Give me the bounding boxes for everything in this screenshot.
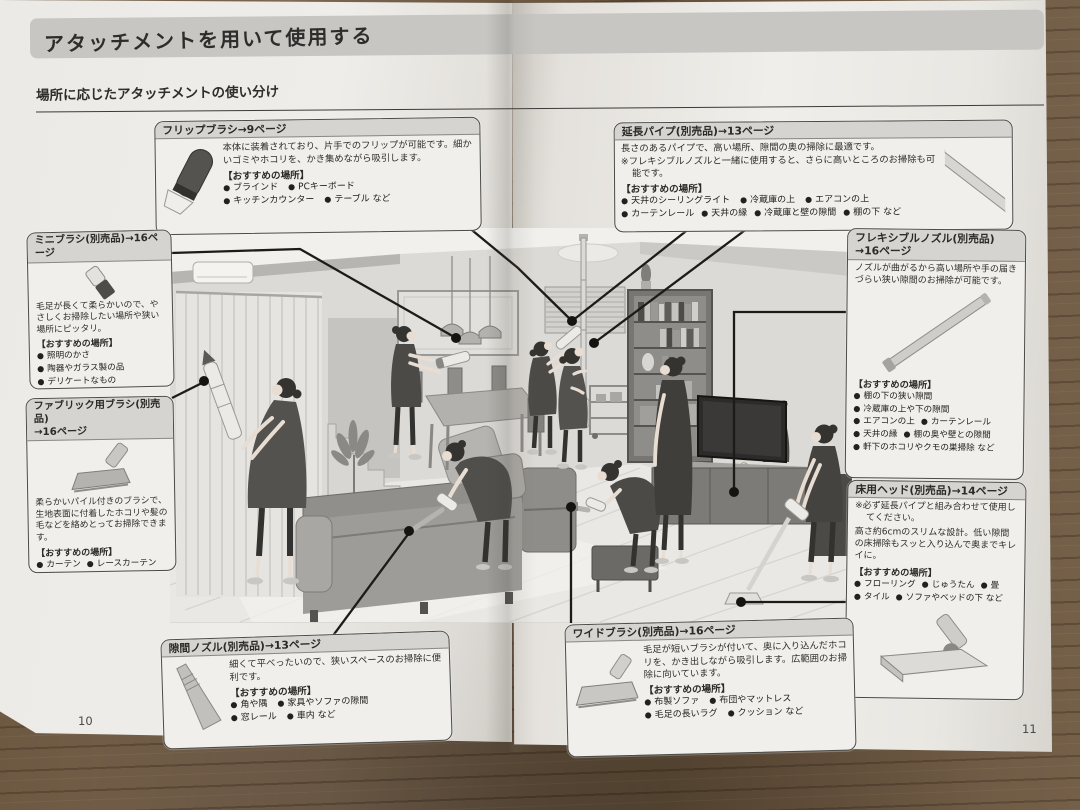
box-description: 柔らかいパイル付きのブラシで、生地表面に付着したホコリや髪の毛などを絡めとってお… [35, 496, 168, 544]
floor-head-image [853, 606, 1017, 686]
place-item: ●車内 など [286, 710, 336, 722]
woman-cleaning-blinds [527, 325, 583, 455]
crevice-nozzle [412, 507, 445, 531]
air-conditioner [192, 261, 254, 284]
callout-line-crevice-nozzle [331, 532, 410, 638]
place-item: ●PCキーボード [288, 181, 355, 193]
box-title: フレキシブルノズル(別売品)→16ページ [847, 229, 1026, 262]
page-number-left: 10 [78, 714, 93, 728]
place-item: ●タイル [853, 591, 890, 603]
box-description: 毛足が短いブラシが付いて、奥に入り込んだホコリを、かき出しながら吸引します。広範… [642, 640, 848, 681]
place-item: ●エアコンの上 [853, 416, 915, 428]
page-title: アタッチメントを用いて使用する [43, 23, 374, 57]
callout-line-mini-brush [170, 247, 457, 339]
place-item: ●エアコンの上 [805, 194, 870, 206]
callout-box-flip-brush: フリップブラシ→9ページ 本体に装着されており、片手でのフリップが可能です。細か… [154, 116, 482, 236]
callout-line-extension-pipe-1 [571, 227, 691, 322]
mini-brush-image [35, 263, 165, 302]
box-title: ミニブラシ(別売品)→16ページ [27, 230, 171, 264]
callout-box-wide-brush: ワイドブラシ(別売品)→16ページ 毛足が短いブラシが付いて、奥に入り込んだホコ… [564, 617, 857, 758]
handheld-vacuum [436, 492, 458, 512]
woman-cleaning-curtain [202, 349, 307, 585]
place-item: ●ソファやベッドの下 など [895, 592, 1003, 604]
place-item: ●照明のかさ [36, 350, 91, 362]
place-item: ●キッチンカウンター [223, 195, 315, 207]
woman-with-wide-brush [567, 460, 661, 573]
box-description: 本体に装着されており、片手でのフリップが可能です。細かいゴミやホコリを、かき集め… [222, 139, 472, 167]
box-title: ファブリック用ブラシ(別売品)→16ページ [26, 396, 174, 442]
box-note: ※フレキシブルノズルと一緒に使用すると、さらに高いところのお掃除も可能です。 [620, 153, 936, 180]
living-room-illustration [169, 216, 852, 638]
flip-brush-image [162, 143, 219, 218]
handheld-vacuum [585, 497, 607, 512]
section-subtitle: 場所に応じたアタッチメントの使い分け [35, 84, 280, 104]
callout-box-crevice-nozzle: 隙間ノズル(別売品)→13ページ 細くて平べったいので、狭いスペースのお掃除に便… [160, 630, 453, 750]
extension-pipe-image [944, 141, 1007, 223]
woman-standing [653, 356, 693, 564]
place-item: ●軒下のホコリやクモの巣掃除 など [852, 442, 995, 454]
place-item: ●カーテンレール [920, 417, 992, 428]
place-item: ●冷蔵庫の上や下の隙間 [853, 403, 950, 415]
callout-line-flip-brush [455, 216, 573, 322]
place-item: ●冷蔵庫と壁の隙間 [754, 208, 837, 219]
place-item: ●ブラインド [223, 182, 279, 194]
callout-box-mini-brush: ミニブラシ(別売品)→16ページ 毛足が長くて柔らかいので、やさしくお掃除したい… [26, 229, 175, 390]
box-description: 毛足が長くて柔らかいので、やさしくお掃除したい場所や狭い場所にピッタリ。 [35, 299, 160, 336]
place-item: ●布製ソファ [644, 696, 700, 708]
place-item: ●天井の縁 [853, 429, 898, 440]
place-item: ●クッション など [727, 707, 804, 719]
handheld-vacuum [435, 350, 471, 369]
fabric-brush-image [34, 442, 167, 498]
page-number-right: 11 [1022, 722, 1037, 736]
place-item: ●畳 [980, 580, 1000, 591]
callout-box-floor-head: 床用ヘッド(別売品)→14ページ ※必ず延長パイプと組み合わせて使用してください… [844, 479, 1027, 701]
place-item: ●レースカーテン [86, 557, 157, 569]
ceiling [170, 228, 850, 272]
crevice-nozzle-image [168, 660, 226, 734]
place-item: ●テーブル など [324, 194, 391, 205]
place-item: ●毛足の長いラグ [644, 709, 718, 721]
flexible-nozzle-image [854, 287, 1018, 377]
handheld-vacuum-fabric-brush [202, 349, 242, 440]
place-item: ●窓レール [230, 712, 277, 724]
place-item: ●冷蔵庫の上 [740, 195, 796, 206]
place-item: ●棚の奥や壁との隙間 [903, 429, 991, 441]
box-description: ノズルが曲がるから高い場所や手の届きづらい狭い隙間のお掃除が可能です。 [854, 263, 1017, 287]
woman-with-extension-pipe [557, 234, 590, 470]
callout-box-flexible-nozzle: フレキシブルノズル(別売品)→16ページ ノズルが曲がるから高い場所や手の届きづ… [844, 228, 1027, 480]
box-note: ※必ず延長パイプと組み合わせて使用してください。 [855, 501, 1016, 525]
wall-frame [397, 290, 519, 356]
woman-cleaning-pendant-lamp [387, 326, 471, 460]
place-item: ●天井の縁 [701, 208, 748, 220]
place-item: ●角や隅 [230, 699, 268, 711]
place-item: ●カーテン [36, 559, 81, 570]
callout-line-flexible-nozzle [732, 310, 846, 490]
ceiling-light [557, 243, 619, 263]
place-item: ●棚の下の狭い隙間 [853, 390, 933, 402]
wide-brush-image [572, 645, 640, 724]
place-item: ●じゅうたん [921, 579, 975, 591]
box-description: 高さ約6cmのスリムな設計。低い隙間の床掃除もスッと入り込んで奥までキレイに。 [854, 527, 1017, 562]
callout-line-fabric-brush [171, 380, 205, 400]
place-item: ●カーテンレール [621, 209, 695, 220]
handheld-vacuum [555, 325, 583, 350]
handheld-vacuum [784, 497, 810, 521]
callout-box-extension-pipe: 延長パイプ(別売品)→13ページ 長さのあるパイプで、高い場所、隙間の奥の掃除に… [613, 119, 1014, 233]
place-item: ●天井のシーリングライト [621, 195, 731, 207]
callout-line-extension-pipe-2 [593, 227, 749, 344]
vacuum-pipe [746, 516, 791, 592]
callout-box-fabric-brush: ファブリック用ブラシ(別売品)→16ページ 柔らかいパイル付きのブラシで、生地表… [25, 395, 177, 574]
woman-cleaning-sofa-crevice [412, 440, 512, 570]
place-item: ●棚の下 など [843, 207, 902, 219]
callout-dots [199, 316, 746, 607]
tv [697, 394, 787, 464]
ceiling-soffit-right [640, 242, 850, 276]
callout-lines [170, 216, 846, 638]
place-item: ●フローリング [854, 578, 916, 590]
